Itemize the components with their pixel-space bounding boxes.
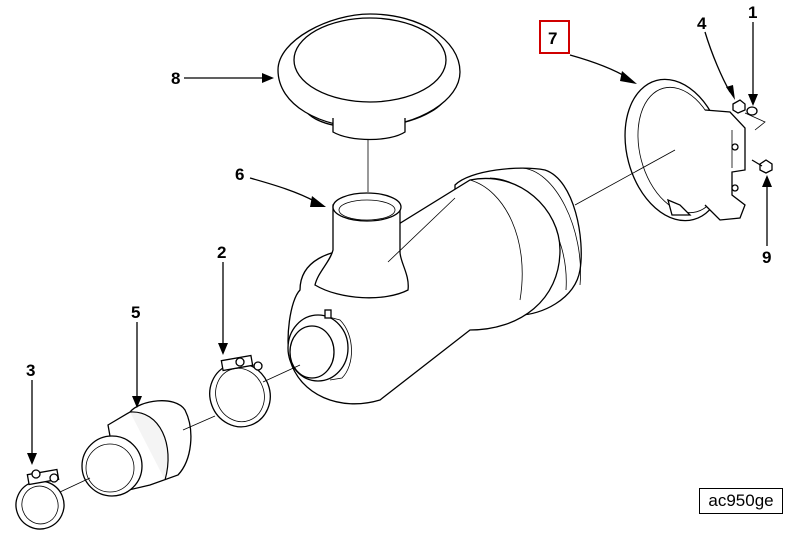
part-cap bbox=[277, 13, 461, 192]
callouts: 1 4 8 6 9 2 5 3 7 bbox=[26, 3, 771, 380]
part-hose-clamp-lower bbox=[15, 468, 91, 530]
leader-lines bbox=[27, 22, 772, 465]
callout-2: 2 bbox=[217, 243, 226, 262]
callout-7-highlight-box bbox=[539, 20, 570, 54]
part-screw bbox=[751, 159, 773, 174]
drawing-code-text: ac950ge bbox=[708, 491, 774, 510]
callout-6: 6 bbox=[235, 165, 244, 184]
part-hose bbox=[81, 400, 216, 497]
callout-1: 1 bbox=[748, 3, 757, 22]
callout-5: 5 bbox=[131, 303, 140, 322]
callout-9: 9 bbox=[762, 248, 771, 267]
part-band-clamp bbox=[574, 78, 746, 222]
drawing-code-label: ac950ge bbox=[699, 488, 783, 514]
part-nut-washer bbox=[732, 99, 766, 131]
part-hose-clamp-upper bbox=[209, 354, 301, 428]
callout-8: 8 bbox=[171, 69, 180, 88]
callout-4: 4 bbox=[697, 14, 707, 33]
callout-7: 7 bbox=[548, 29, 557, 48]
part-housing bbox=[287, 167, 582, 405]
callout-3: 3 bbox=[26, 361, 35, 380]
